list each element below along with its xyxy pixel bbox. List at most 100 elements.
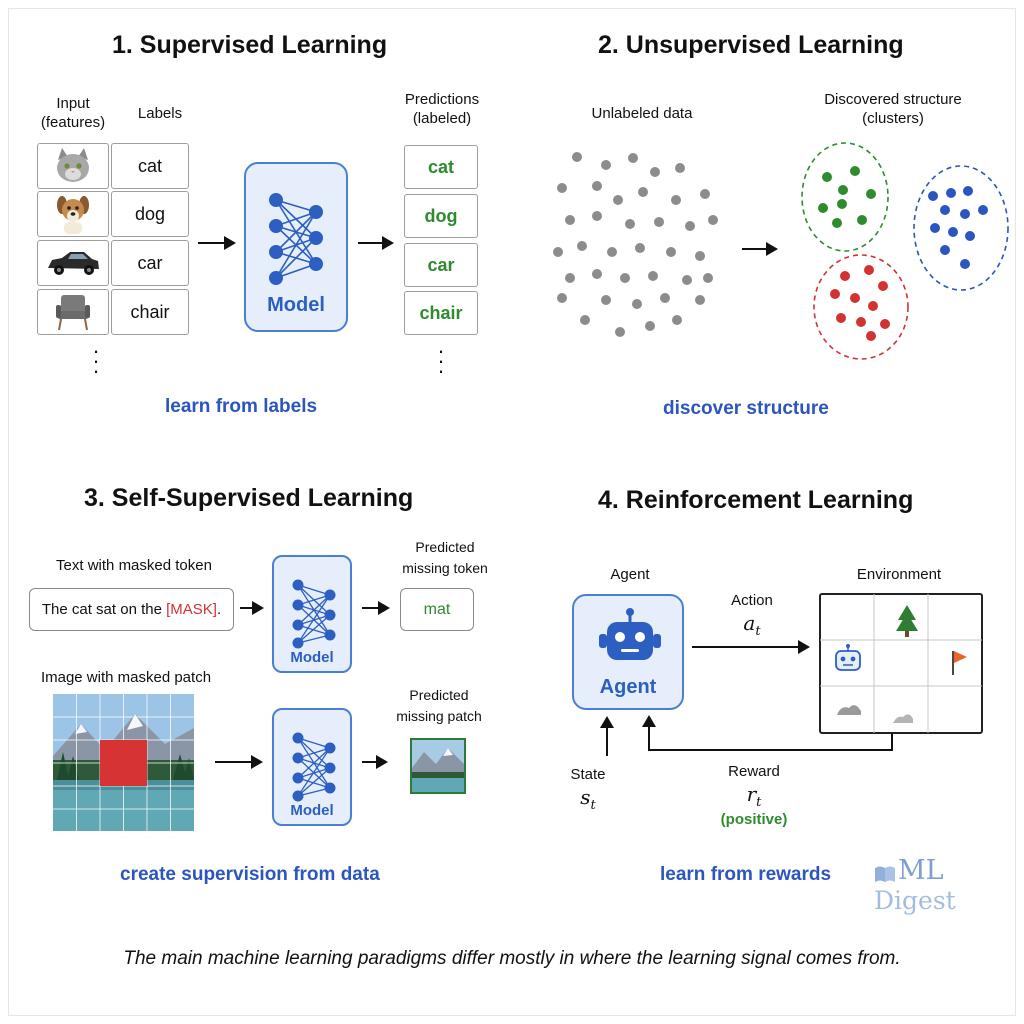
arrow-to-predicted-patch bbox=[362, 755, 388, 769]
reward-line-up bbox=[648, 723, 650, 751]
model-label: Model bbox=[290, 649, 334, 666]
input-cell-cat bbox=[37, 143, 109, 189]
grid-robot-icon bbox=[835, 644, 861, 671]
self-supervised-title: 3. Self-Supervised Learning bbox=[84, 484, 414, 512]
model-label: Model bbox=[290, 802, 334, 819]
label-text: dog bbox=[134, 203, 166, 224]
outer-frame bbox=[8, 8, 1016, 1016]
reward-symbol: rt bbox=[716, 782, 792, 815]
more-predictions-ellipsis: ··· bbox=[437, 338, 445, 383]
masked-sentence-box: The cat sat on the [MASK]. bbox=[29, 588, 234, 631]
goal-flag-icon bbox=[952, 651, 967, 675]
ml-digest-logo: ML Digest bbox=[868, 856, 978, 922]
input-cell-car bbox=[37, 240, 109, 286]
supervised-model-box: Model bbox=[244, 162, 348, 332]
predicted-token: mat bbox=[423, 600, 451, 618]
label-text: chair bbox=[130, 301, 170, 322]
state-label: State bbox=[570, 766, 606, 783]
arrow-to-predictions bbox=[358, 236, 394, 250]
reward-line-horizontal bbox=[649, 749, 893, 751]
logo-line-2: Digest bbox=[874, 886, 956, 915]
predictions-header: Predictions (labeled) bbox=[404, 91, 480, 127]
reward-label: Reward bbox=[728, 763, 780, 780]
agent-box: Agent bbox=[572, 594, 684, 710]
reward-arrowhead bbox=[642, 715, 656, 727]
input-cell-dog bbox=[37, 191, 109, 237]
predicted-patch-label: Predicted missing patch bbox=[396, 687, 482, 724]
arrow-image-to-model bbox=[215, 755, 263, 769]
environment-grid bbox=[819, 593, 983, 734]
predicted-token-box: mat bbox=[400, 588, 474, 631]
reward-symbol-sub: t bbox=[756, 795, 762, 810]
reinforcement-caption: learn from rewards bbox=[660, 864, 832, 885]
sentence-suffix: . bbox=[216, 601, 222, 618]
book-icon bbox=[875, 866, 895, 882]
text-model-box: Model bbox=[272, 555, 352, 673]
action-symbol-sub: t bbox=[755, 624, 761, 639]
neural-network-icon bbox=[269, 193, 323, 285]
action-symbol-letter: a bbox=[743, 611, 756, 635]
prediction-text: dog bbox=[424, 205, 458, 226]
label-cell: chair bbox=[111, 289, 189, 335]
clusters-diagram bbox=[801, 142, 1009, 360]
reward-note: (positive) bbox=[720, 811, 788, 828]
rock-icon bbox=[837, 705, 861, 715]
cat-image bbox=[57, 148, 89, 182]
prediction-text: cat bbox=[427, 156, 454, 177]
state-symbol-sub: t bbox=[590, 798, 596, 813]
self-supervised-caption: create supervision from data bbox=[120, 864, 380, 885]
model-label: Model bbox=[267, 294, 325, 316]
arrow-to-model bbox=[198, 236, 236, 250]
unsupervised-title: 2. Unsupervised Learning bbox=[598, 31, 904, 59]
reinforcement-title: 4. Reinforcement Learning bbox=[598, 486, 914, 514]
reward-line-down bbox=[891, 733, 893, 751]
state-arrow-line bbox=[606, 726, 608, 756]
robot-icon bbox=[599, 608, 661, 660]
unsupervised-caption: discover structure bbox=[663, 398, 829, 419]
rock-icon bbox=[893, 714, 913, 723]
labels-header: Labels bbox=[137, 105, 183, 122]
arrow-to-predicted-token bbox=[362, 601, 390, 615]
car-image bbox=[48, 252, 99, 275]
image-with-mask-label: Image with masked patch bbox=[40, 669, 212, 686]
agent-header: Agent bbox=[610, 566, 650, 583]
sentence-prefix: The cat sat on the bbox=[41, 601, 167, 618]
action-arrow bbox=[692, 640, 810, 654]
masked-landscape-image bbox=[53, 694, 194, 831]
state-symbol: st bbox=[562, 785, 614, 818]
prediction-cell: chair bbox=[404, 291, 478, 335]
dog-image bbox=[57, 196, 89, 234]
prediction-text: chair bbox=[419, 302, 463, 323]
mask-token: [MASK] bbox=[166, 601, 217, 618]
supervised-title: 1. Supervised Learning bbox=[112, 31, 388, 59]
input-cell-chair bbox=[37, 289, 109, 335]
prediction-cell: car bbox=[404, 243, 478, 287]
footer-caption: The main machine learning paradigms diff… bbox=[123, 948, 901, 969]
state-symbol-letter: s bbox=[580, 785, 591, 809]
predicted-patch-image bbox=[410, 738, 466, 794]
prediction-cell: cat bbox=[404, 145, 478, 189]
unlabeled-points bbox=[553, 152, 718, 337]
environment-header: Environment bbox=[856, 566, 942, 583]
arrow-text-to-model bbox=[240, 601, 264, 615]
prediction-text: car bbox=[427, 254, 455, 275]
supervised-caption: learn from labels bbox=[165, 396, 318, 417]
action-label: Action bbox=[731, 592, 773, 609]
text-with-mask-label: Text with masked token bbox=[56, 557, 212, 574]
label-text: cat bbox=[137, 155, 162, 176]
input-features-label: Input (features) bbox=[40, 95, 106, 131]
action-symbol: at bbox=[716, 611, 788, 644]
neural-network-icon bbox=[292, 579, 336, 649]
prediction-cell: dog bbox=[404, 194, 478, 238]
agent-box-label: Agent bbox=[599, 676, 657, 698]
reward-symbol-letter: r bbox=[746, 782, 757, 806]
label-cell: car bbox=[111, 240, 189, 286]
neural-network-icon bbox=[292, 732, 336, 802]
label-text: car bbox=[137, 252, 163, 273]
predicted-token-label: Predicted missing token bbox=[402, 539, 488, 576]
state-arrowhead bbox=[600, 716, 614, 728]
chair-image bbox=[56, 295, 90, 331]
unlabeled-data-label: Unlabeled data bbox=[591, 105, 693, 122]
tree-icon bbox=[896, 605, 918, 637]
label-cell: dog bbox=[111, 191, 189, 237]
